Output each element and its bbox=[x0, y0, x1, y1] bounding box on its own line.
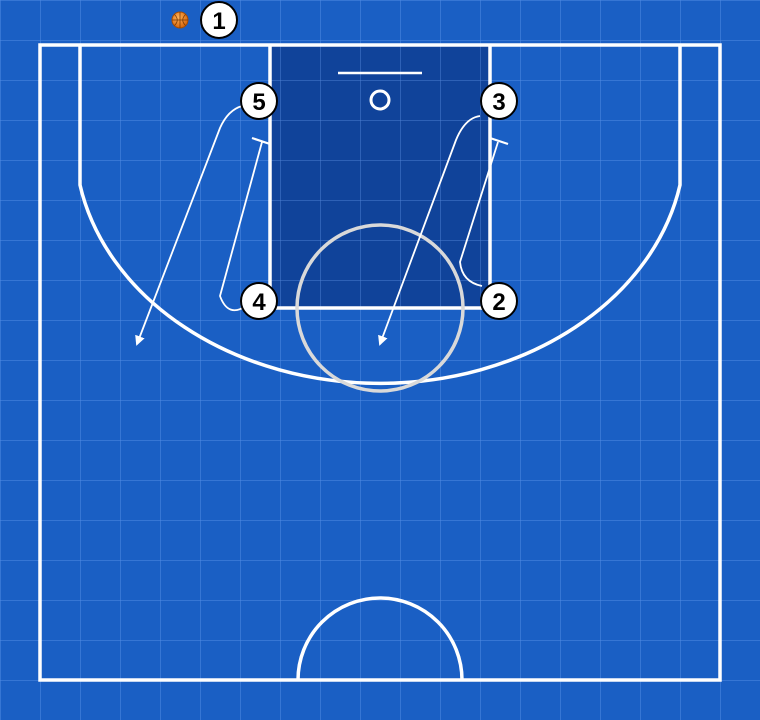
basketball-icon bbox=[171, 11, 189, 29]
three-point-line bbox=[78, 45, 682, 386]
player-1-label: 1 bbox=[212, 8, 225, 35]
cut-arrow-player-5 bbox=[135, 105, 243, 346]
player-2-label: 2 bbox=[492, 289, 505, 316]
lane-lines bbox=[268, 45, 492, 310]
cut-arrow-player-3 bbox=[378, 115, 481, 346]
player-4-label: 4 bbox=[252, 289, 266, 316]
center-circle bbox=[296, 596, 464, 681]
play-actions bbox=[135, 105, 509, 346]
player-3-label: 3 bbox=[492, 89, 505, 116]
free-throw-circle bbox=[295, 223, 465, 393]
court-boundary bbox=[38, 43, 722, 682]
player-4[interactable]: 4 bbox=[240, 282, 278, 320]
player-5[interactable]: 5 bbox=[240, 82, 278, 120]
screen-bar-player-2 bbox=[489, 136, 509, 146]
screen-path-player-2 bbox=[459, 141, 499, 287]
player-1[interactable]: 1 bbox=[200, 1, 238, 39]
player-5-label: 5 bbox=[252, 89, 265, 116]
court-lines bbox=[38, 43, 722, 682]
player-2[interactable]: 2 bbox=[480, 282, 518, 320]
screen-bar-player-4 bbox=[251, 136, 271, 146]
player-3[interactable]: 3 bbox=[480, 82, 518, 120]
rim bbox=[369, 89, 391, 111]
